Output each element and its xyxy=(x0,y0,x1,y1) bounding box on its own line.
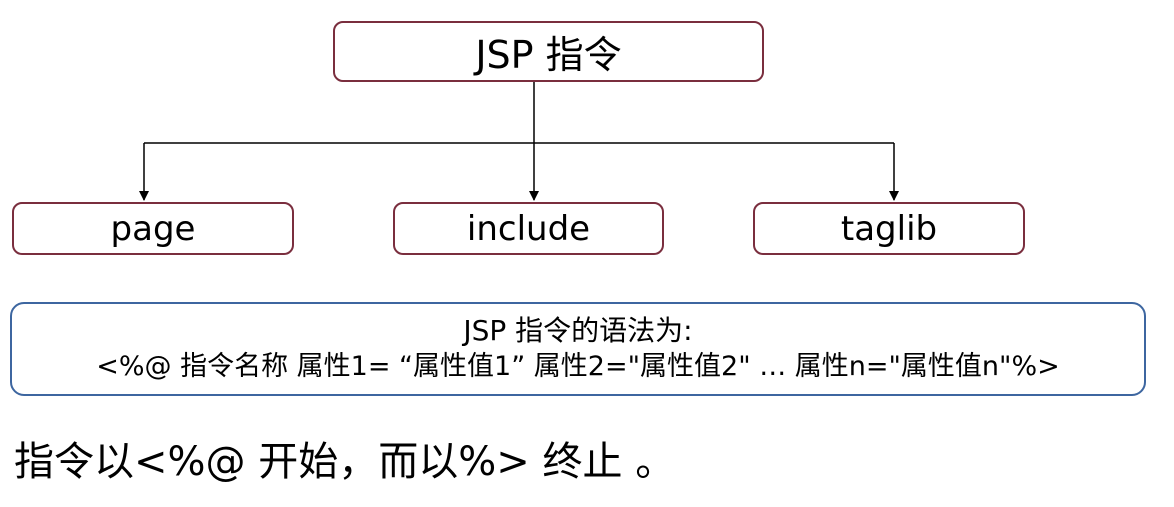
child-node-taglib: taglib xyxy=(753,202,1025,255)
child-node-taglib-label: taglib xyxy=(840,208,938,249)
syntax-template: <%@ 指令名称 属性1= “属性值1” 属性2="属性值2" … 属性n="属… xyxy=(96,351,1060,382)
syntax-box: JSP 指令的语法为: <%@ 指令名称 属性1= “属性值1” 属性2="属性… xyxy=(10,302,1146,396)
child-node-page-label: page xyxy=(110,208,196,249)
child-node-page: page xyxy=(12,202,294,255)
child-node-include-label: include xyxy=(466,208,591,249)
footer-note: 指令以<%@ 开始，而以%> 终止 。 xyxy=(14,439,676,485)
syntax-heading: JSP 指令的语法为: xyxy=(463,314,693,347)
root-node-jsp-directive: JSP 指令 xyxy=(333,21,764,82)
root-node-label: JSP 指令 xyxy=(475,33,622,77)
child-node-include: include xyxy=(393,202,664,255)
